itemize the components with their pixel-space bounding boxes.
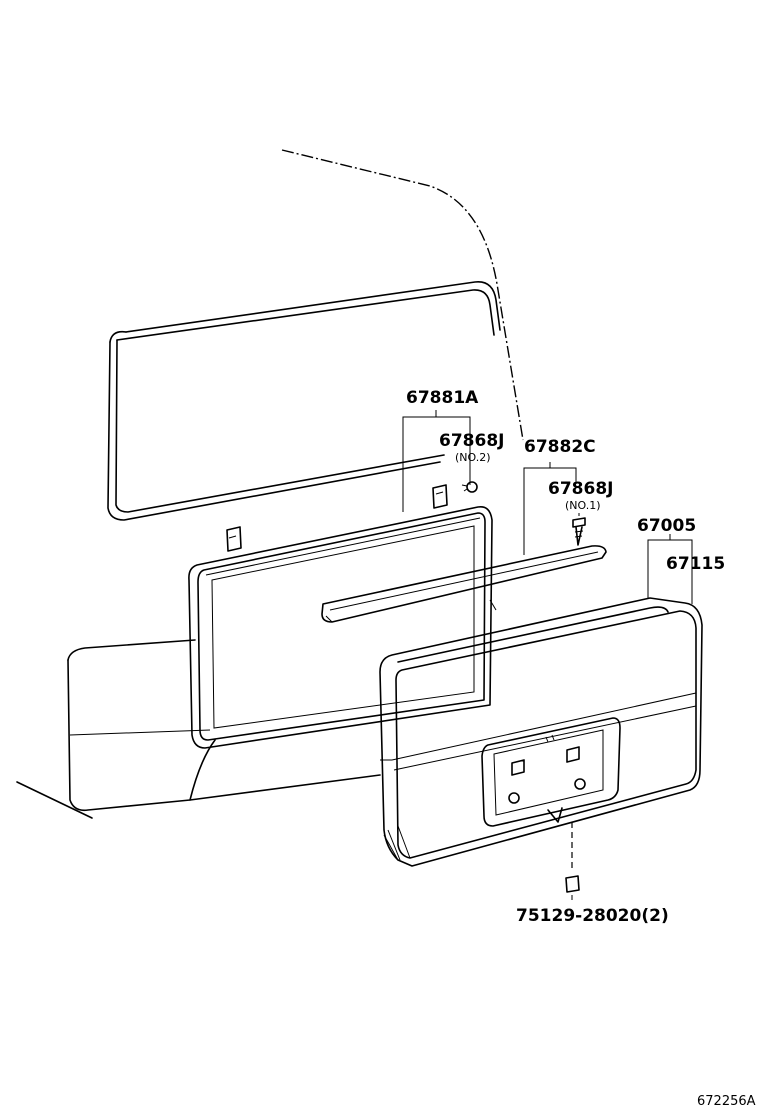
label-67868J-no1: 67868J <box>548 479 613 499</box>
vehicle-body-outline <box>16 149 524 819</box>
label-67115: 67115 <box>666 554 725 574</box>
bottom-clip <box>565 822 580 893</box>
label-67005: 67005 <box>637 516 696 536</box>
inner-frame-panel <box>188 484 497 749</box>
label-67882C: 67882C <box>524 437 596 457</box>
label-67881A: 67881A <box>406 388 479 408</box>
label-75129-28020: 75129-28020(2) <box>516 906 669 926</box>
screw-no1 <box>572 517 586 546</box>
tailgate-trim-panel <box>379 597 703 867</box>
clip-no2 <box>461 481 478 493</box>
label-67868J-no2: 67868J <box>439 431 504 451</box>
leader-lines <box>402 410 693 900</box>
note-no1: (NO.1) <box>565 499 601 512</box>
note-no2: (NO.2) <box>455 451 491 464</box>
diagram-code: 672256A <box>697 1094 756 1109</box>
moulding-strip <box>321 545 607 623</box>
